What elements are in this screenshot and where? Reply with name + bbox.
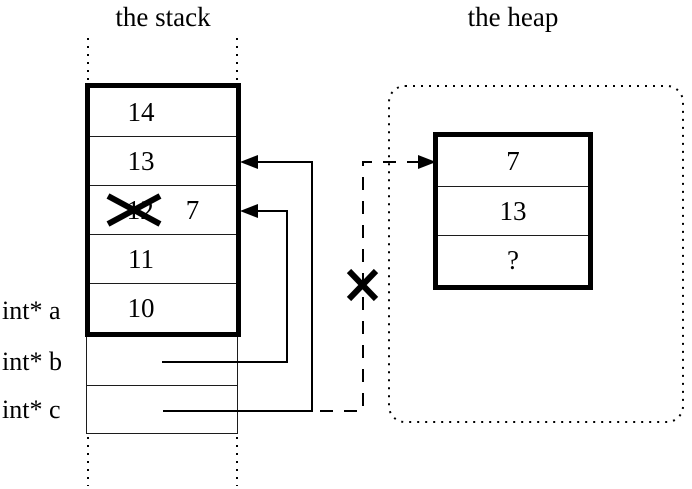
heap-cell-7: 7 [438, 137, 588, 187]
stack-cell-14: 14 [90, 88, 236, 137]
var-label-b: int* b [2, 347, 62, 376]
heap-title: the heap [467, 2, 559, 32]
heap-cell-13: 13 [438, 187, 588, 237]
stack-title: the stack [115, 2, 211, 32]
stack-cell-13: 13 [90, 137, 236, 186]
crossed-out-value: 12 [126, 194, 154, 225]
pointer-b-arrowhead-icon [240, 204, 258, 218]
pointer-cell-b [87, 337, 237, 386]
stack-value-13: 13 [127, 145, 155, 176]
x-mark-on-dangling-pointer-icon [346, 268, 379, 302]
pointer-c-arrowhead-icon [240, 155, 258, 169]
stack-cell-overwritten: 12 7 [90, 186, 236, 235]
heap-cell-unknown: ? [438, 236, 588, 285]
overwritten-new-value: 7 [185, 194, 200, 225]
stack-value-11: 11 [128, 243, 154, 274]
stack-array-box: 14 13 12 7 11 10 [85, 83, 241, 337]
stack-cell-10: 10 [90, 284, 236, 332]
heap-value-13: 13 [499, 195, 527, 226]
stack-value-14: 14 [127, 96, 155, 127]
heap-block-box: 7 13 ? [433, 132, 593, 290]
pointer-variable-cells [86, 337, 238, 434]
var-label-a: int* a [2, 296, 61, 325]
pointer-cell-c [87, 386, 237, 434]
stack-cell-11: 11 [90, 235, 236, 284]
var-label-c: int* c [2, 395, 61, 424]
heap-value-unknown: ? [507, 245, 519, 276]
dangling-pointer-dashed-line [320, 161, 420, 412]
heap-value-7: 7 [506, 145, 520, 176]
stack-value-10: 10 [127, 292, 155, 323]
